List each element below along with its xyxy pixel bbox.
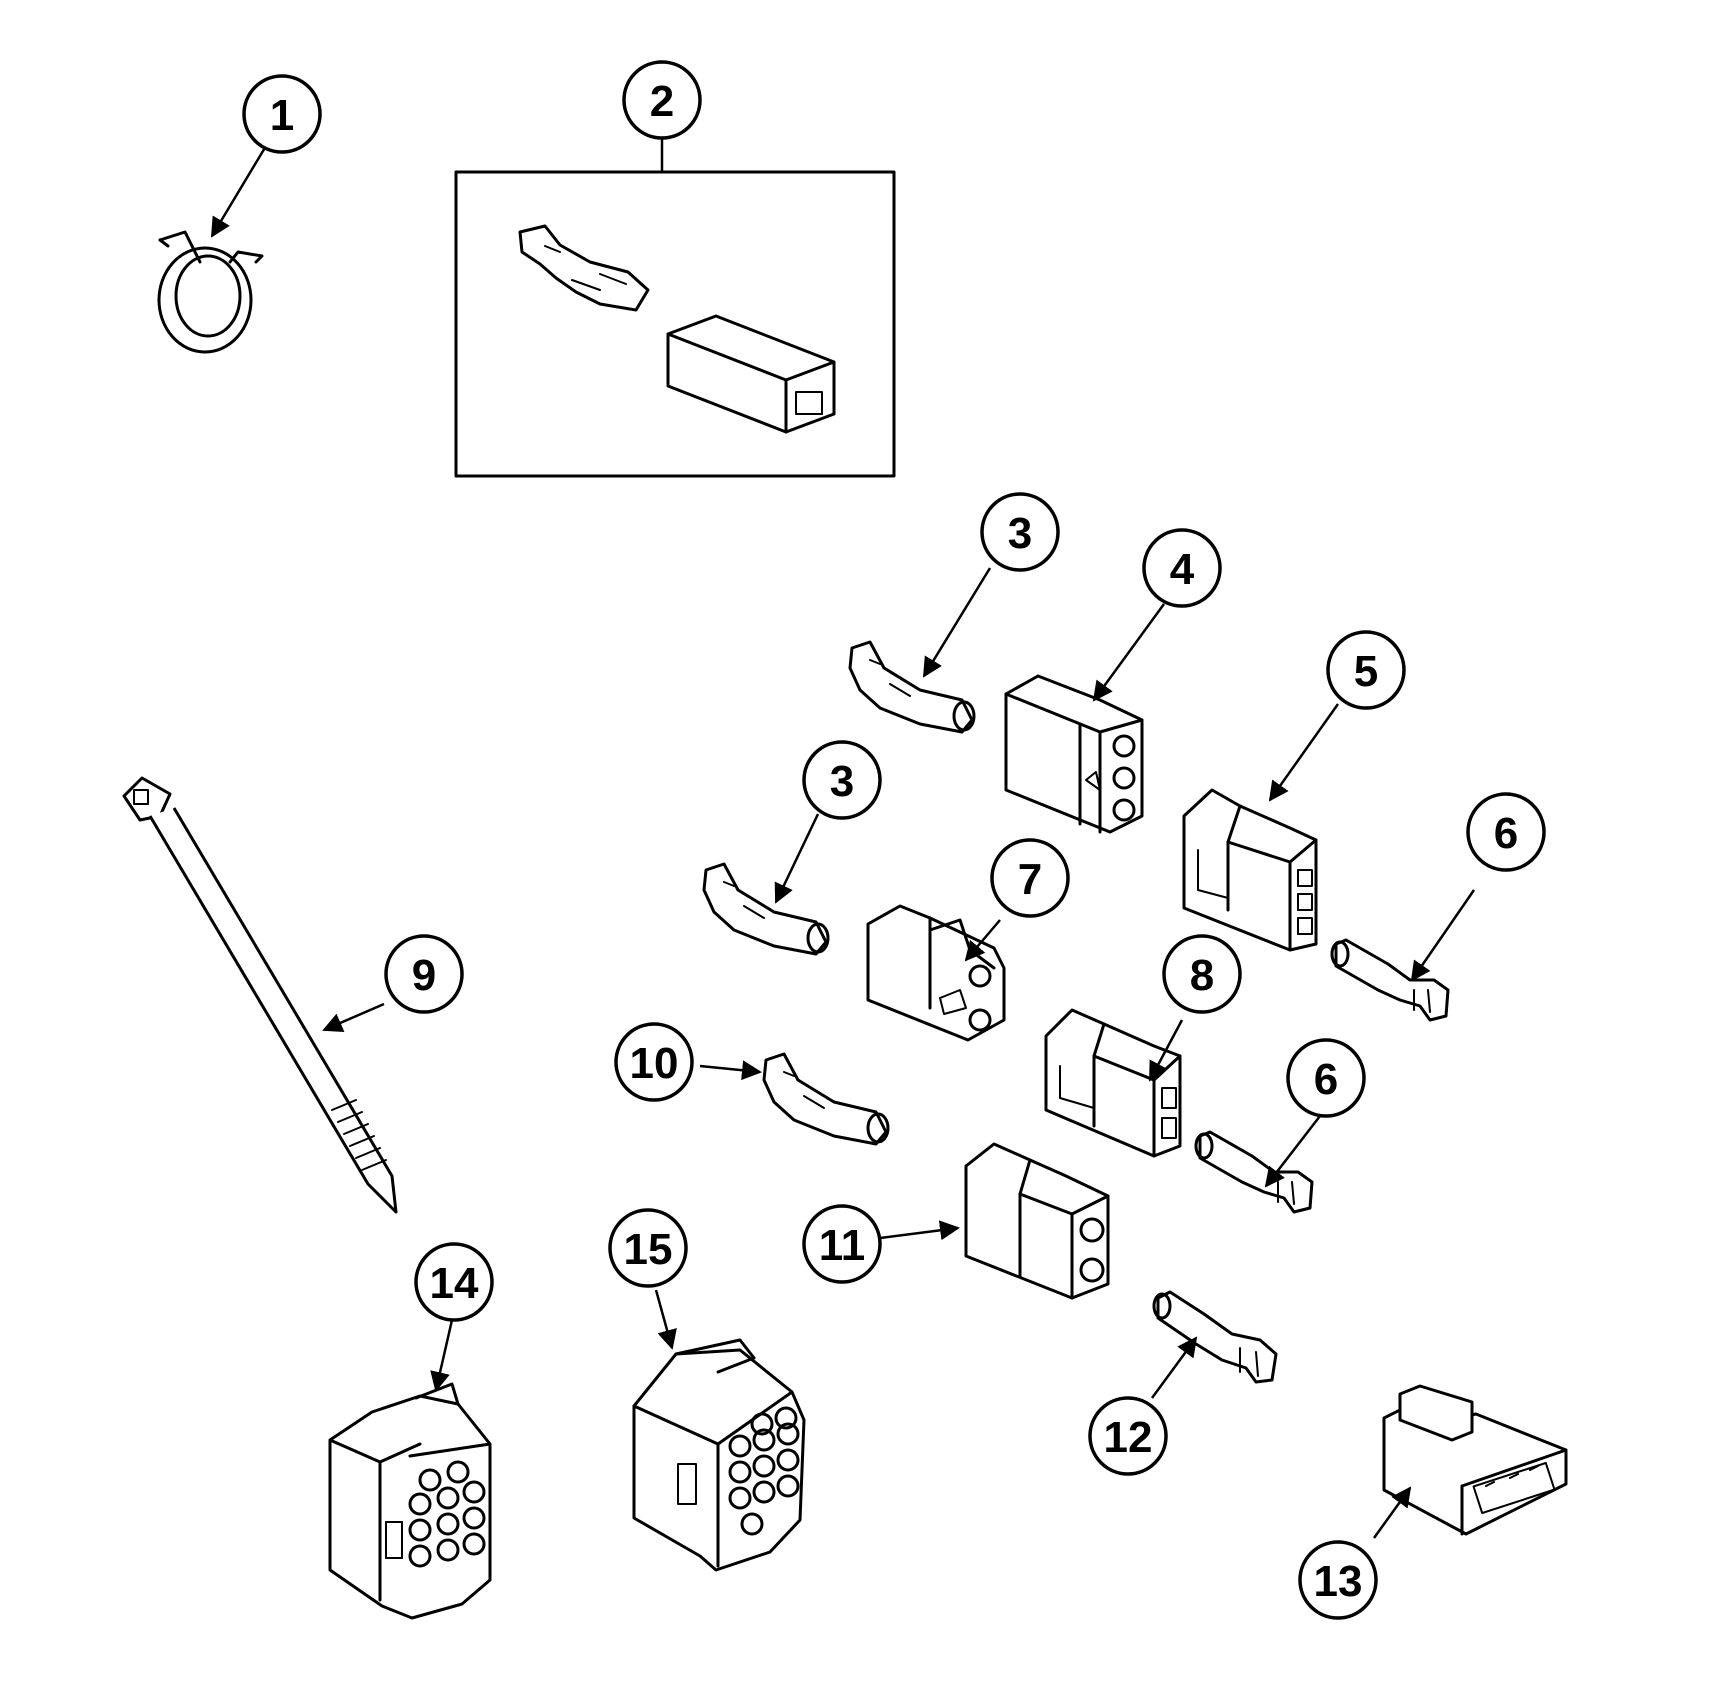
callout-3a-label: 3 <box>1008 509 1032 558</box>
part-9-cable-tie <box>122 776 398 1214</box>
callout-15-label: 15 <box>624 1225 673 1274</box>
callout-6-lower: 6 <box>1286 1038 1366 1118</box>
callout-9: 9 <box>384 934 464 1014</box>
part-11-two-pin-housing <box>964 1142 1110 1300</box>
callout-12: 12 <box>1088 1396 1168 1476</box>
callout-11: 11 <box>802 1204 882 1284</box>
callout-2: 2 <box>622 60 702 140</box>
callout-14: 14 <box>414 1242 494 1322</box>
callout-12-label: 12 <box>1104 1413 1153 1462</box>
callout-10-label: 10 <box>630 1039 679 1088</box>
callout-3-upper: 3 <box>980 492 1060 572</box>
part-15-twelve-pin-housing <box>632 1338 806 1572</box>
part-7-two-pin-housing <box>866 904 1006 1042</box>
callout-1-label: 1 <box>270 91 294 140</box>
callout-10: 10 <box>614 1022 694 1102</box>
part-10-terminal <box>762 1052 890 1146</box>
callout-8-label: 8 <box>1190 951 1214 1000</box>
part-6-lower-terminal <box>1194 1130 1314 1214</box>
callout-8: 8 <box>1162 934 1242 1014</box>
part-2-terminal-kit <box>454 138 896 478</box>
callout-6b-label: 6 <box>1314 1055 1338 1104</box>
part-6-upper-terminal <box>1330 938 1450 1022</box>
callout-1: 1 <box>242 74 322 154</box>
part-13-housing <box>1382 1384 1568 1536</box>
callout-11-label: 11 <box>819 1221 866 1270</box>
callout-15: 15 <box>608 1208 688 1288</box>
callout-6a-label: 6 <box>1494 809 1518 858</box>
callout-4-label: 4 <box>1170 545 1195 594</box>
callout-7: 7 <box>990 838 1070 918</box>
part-3-upper-terminal <box>848 640 976 734</box>
callout-13-label: 13 <box>1314 1557 1363 1606</box>
part-1-hose-clamp <box>157 230 264 354</box>
callout-3b-label: 3 <box>830 757 854 806</box>
callout-4: 4 <box>1142 528 1222 608</box>
part-3-lower-terminal <box>702 862 830 956</box>
callout-7-label: 7 <box>1018 855 1042 904</box>
leader-lines <box>210 145 1476 1539</box>
callout-14-label: 14 <box>430 1259 479 1308</box>
callout-5: 5 <box>1326 630 1406 710</box>
callout-5-label: 5 <box>1354 647 1378 696</box>
part-14-twelve-pin-housing <box>328 1382 492 1620</box>
callout-2-label: 2 <box>650 77 674 126</box>
part-5-three-square-housing <box>1182 788 1318 952</box>
callout-9-label: 9 <box>412 951 436 1000</box>
callout-6-upper: 6 <box>1466 792 1546 872</box>
callout-3-lower: 3 <box>802 740 882 820</box>
callout-13: 13 <box>1298 1540 1378 1620</box>
part-8-two-square-housing <box>1044 1008 1182 1158</box>
part-4-three-pin-housing <box>1004 674 1144 834</box>
